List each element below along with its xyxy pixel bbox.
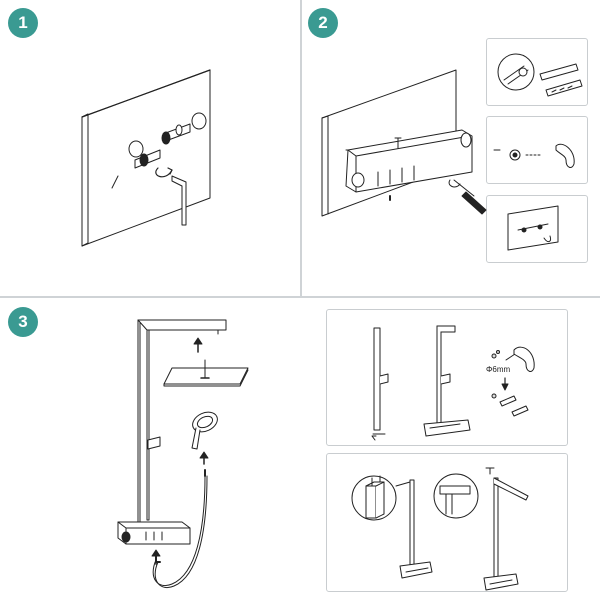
step2-inset-handle-drawing [493, 143, 575, 168]
step3-thermostat [117, 521, 191, 565]
step3-zoom-circle-left [351, 475, 397, 521]
step3-hose [152, 469, 208, 588]
step2-inset-cover-drawing [497, 53, 583, 97]
step1-fittings [111, 112, 207, 189]
step3-hand-shower [191, 411, 218, 465]
step3-assembly-left-column [395, 479, 433, 579]
step2-inset-wall-drawing [507, 205, 559, 251]
step3-zoom-circle-right [433, 473, 479, 519]
drill-diameter-label: Φ6mm [486, 365, 510, 374]
step-2-badge: 2 [308, 8, 338, 38]
step3-column-left [371, 327, 389, 441]
step1-allen-key [171, 175, 187, 226]
step3-column-right [423, 325, 471, 437]
step-1-badge: 1 [8, 8, 38, 38]
step-3-badge: 3 [8, 307, 38, 337]
vertical-divider [300, 0, 302, 298]
step3-rain-head [163, 337, 249, 387]
step2-thermostat-unit [345, 129, 473, 201]
step3-drill-detail: Φ6mm [486, 346, 535, 417]
step3-assembly-right-column [483, 467, 529, 591]
horizontal-divider [0, 296, 600, 298]
step3-shower-column [137, 319, 227, 523]
step2-screwdriver [448, 179, 487, 215]
